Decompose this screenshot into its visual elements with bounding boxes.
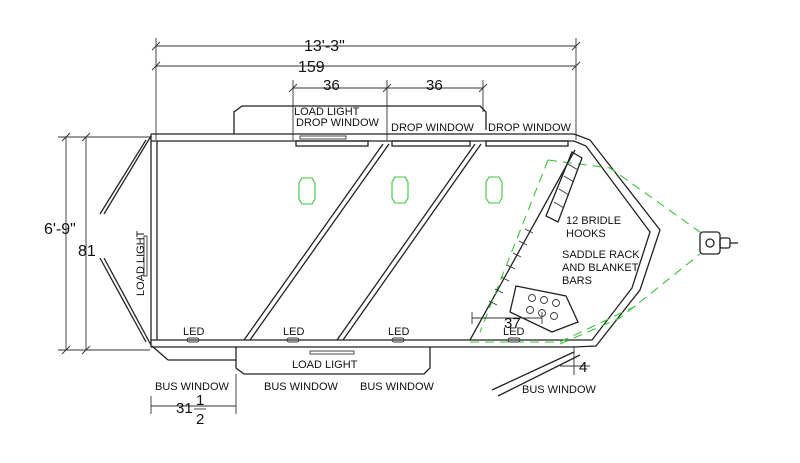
overall-length-text: 13'-3" bbox=[304, 38, 345, 55]
load-light-rear-label: LOAD LIGHT bbox=[135, 230, 147, 296]
green-stall-markers bbox=[298, 176, 503, 205]
drop-window-3-label: DROP WINDOW bbox=[488, 122, 572, 134]
dim-nose-offset: 4 bbox=[560, 346, 590, 376]
saddle-rack-label-line-2: AND BLANKET bbox=[562, 262, 639, 274]
tongue-frame bbox=[470, 159, 701, 345]
led-3-label: LED bbox=[388, 326, 409, 338]
rear-doors bbox=[99, 135, 236, 361]
load-light-bottom-label: LOAD LIGHT bbox=[292, 359, 358, 371]
drop-window-2-label: DROP WINDOW bbox=[391, 122, 475, 134]
led-1-label: LED bbox=[183, 326, 204, 338]
bridle-hooks-label-line-2: HOOKS bbox=[566, 228, 606, 240]
rear-offset-whole-text: 31 bbox=[176, 400, 193, 417]
tack-depth-text: 37 bbox=[504, 315, 521, 332]
hitch-coupler bbox=[699, 231, 738, 255]
bus-window-4-label: BUS WINDOW bbox=[522, 384, 597, 396]
bridle-hooks-rack bbox=[545, 151, 583, 223]
dim-heights: 6'-9" 81 bbox=[44, 132, 150, 355]
led-4-label: LED bbox=[503, 326, 524, 338]
stall-dividers bbox=[243, 143, 576, 341]
bus-window-2-label: BUS WINDOW bbox=[264, 381, 339, 393]
rear-offset-num-text: 1 bbox=[196, 392, 204, 409]
dim-rear-offset: 31 1 2 bbox=[150, 374, 237, 428]
saddle-rack-label-line-1: SADDLE RACK bbox=[562, 249, 640, 261]
saddle-rack-label-line-3: BARS bbox=[562, 275, 592, 287]
load-light-fixtures bbox=[143, 135, 355, 355]
dim-tack-depth: 37 bbox=[471, 312, 543, 332]
dim-window-spans: 36 36 bbox=[288, 77, 488, 140]
window-span-2-text: 36 bbox=[426, 77, 443, 94]
drop-window-frames bbox=[295, 140, 569, 147]
box-length-text: 159 bbox=[298, 59, 325, 76]
front-bus-window-door bbox=[491, 351, 581, 397]
overall-height-text: 6'-9" bbox=[44, 221, 76, 238]
dim-overall-length: 13'-3" bbox=[151, 38, 581, 140]
window-span-1-text: 36 bbox=[323, 77, 340, 94]
bridle-hooks-label-line-1: 12 BRIDLE bbox=[566, 215, 621, 227]
drop-window-1-label: DROP WINDOW bbox=[296, 117, 380, 129]
dim-box-length: 159 bbox=[151, 59, 581, 76]
led-2-label: LED bbox=[283, 326, 304, 338]
rear-offset-den-text: 2 bbox=[196, 411, 204, 428]
load-light-top-label: LOAD LIGHT bbox=[294, 106, 360, 118]
blanket-bar-ticks bbox=[488, 228, 534, 306]
box-height-text: 81 bbox=[78, 243, 96, 260]
nose-offset-text: 4 bbox=[579, 359, 587, 376]
led-fixtures bbox=[186, 337, 521, 343]
bus-window-1-label: BUS WINDOW bbox=[155, 381, 230, 393]
bus-window-3-label: BUS WINDOW bbox=[360, 381, 435, 393]
trailer-outline bbox=[150, 105, 661, 375]
